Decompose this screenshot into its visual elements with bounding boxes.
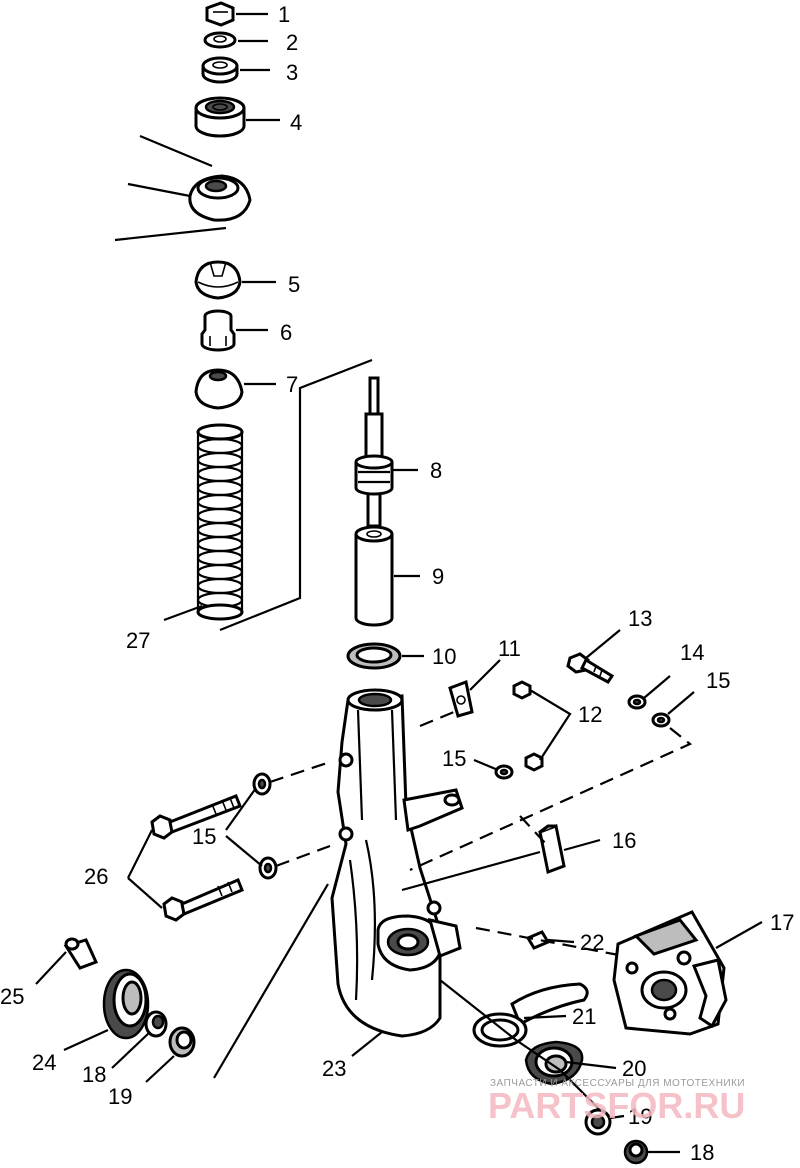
part-20-bearing-race — [524, 1040, 584, 1086]
label-10: 10 — [432, 644, 456, 669]
part-18-bearing-right — [623, 1139, 649, 1165]
assembly-line-upper-bolt — [269, 760, 331, 784]
label-8: 8 — [430, 458, 442, 483]
assembly-line-pad — [519, 815, 549, 847]
label-19-right: 19 — [628, 1104, 652, 1129]
part-19-race-left — [168, 1026, 196, 1058]
part-10-seal-ring — [346, 642, 402, 670]
part-13-bolt — [566, 652, 615, 684]
assembly-line-left-hub — [213, 883, 329, 1079]
label-27: 27 — [126, 628, 150, 653]
assembly-line-knuckle-pad — [401, 850, 541, 892]
label-12: 12 — [578, 702, 602, 727]
assembly-line-lower-bolt — [275, 844, 331, 868]
watermark-brand: PARTSFOR.RU — [488, 1085, 745, 1126]
part-7-spring-seat — [194, 368, 244, 410]
part-14-washer — [627, 694, 647, 710]
label-15-mid: 15 — [442, 746, 466, 771]
label-15-right: 15 — [706, 668, 730, 693]
label-2: 2 — [286, 30, 298, 55]
part-5-bushing-cup — [194, 260, 242, 300]
label-25: 25 — [0, 984, 24, 1009]
part-16-wear-pad — [538, 823, 566, 875]
label-26: 26 — [84, 864, 108, 889]
part-18-bearing-left — [144, 1010, 168, 1038]
label-6: 6 — [280, 320, 292, 345]
part-9-shock-absorber — [354, 376, 394, 627]
assembly-line-right-hub — [439, 979, 601, 1111]
part-15-washer-right — [651, 712, 671, 728]
part-15-washer-left-upper — [252, 772, 272, 796]
assembly-line-bracket — [419, 710, 455, 728]
label-11: 11 — [498, 636, 521, 661]
label-5: 5 — [288, 272, 300, 297]
assembly-line-caliper — [475, 926, 625, 958]
label-16: 16 — [612, 828, 636, 853]
part-12-nut-upper — [512, 680, 532, 700]
part-19-race-right — [584, 1108, 612, 1136]
label-9: 9 — [432, 564, 444, 589]
part-17-brake-caliper — [612, 910, 728, 1036]
part-15-washer-left-lower — [258, 856, 278, 880]
part-15-washer-mid — [494, 764, 514, 780]
leader-lines — [35, 12, 763, 1154]
label-14: 14 — [680, 640, 704, 665]
label-4: 4 — [290, 110, 302, 135]
label-24: 24 — [32, 1050, 56, 1075]
leader-12 — [529, 689, 572, 761]
part-2-washer — [203, 31, 237, 49]
assembly-line-bolt-13 — [409, 727, 693, 872]
part-8-bump-stop — [354, 454, 394, 496]
part-3-washer — [201, 56, 239, 84]
label-13: 13 — [628, 606, 652, 631]
part-1-nut — [205, 1, 235, 27]
part-21-dust-shield — [472, 982, 589, 1048]
frame-mount-plate — [114, 134, 252, 242]
label-1: 1 — [278, 2, 290, 27]
part-12-nut-lower — [524, 752, 544, 772]
label-18-left: 18 — [82, 1062, 106, 1087]
part-26-bolt-lower — [162, 878, 244, 922]
label-23: 23 — [322, 1056, 346, 1081]
label-22: 22 — [580, 930, 604, 955]
part-6-spacer-nut — [200, 309, 236, 352]
label-3: 3 — [286, 60, 298, 85]
label-7: 7 — [286, 372, 298, 397]
label-18-right: 18 — [690, 1140, 714, 1165]
part-26-bolt-upper — [150, 794, 242, 840]
label-17: 17 — [770, 910, 794, 935]
label-20: 20 — [622, 1056, 646, 1081]
part-11-bracket — [448, 679, 474, 718]
label-19-left: 19 — [108, 1084, 132, 1109]
part-27-coil-spring — [196, 423, 244, 621]
label-21: 21 — [572, 1004, 596, 1029]
part-25-grease-fitting — [63, 937, 99, 970]
part-23-steering-knuckle — [330, 688, 464, 1038]
watermark-tagline: ЗАПЧАСТИ И АКСЕССУАРЫ ДЛЯ МОТОТЕХНИКИ — [490, 1078, 745, 1089]
assembly-line-spring-shock — [219, 358, 373, 632]
label-15-left: 15 — [192, 824, 216, 849]
part-24-seal — [102, 968, 150, 1040]
part-4-bearing — [194, 96, 246, 138]
